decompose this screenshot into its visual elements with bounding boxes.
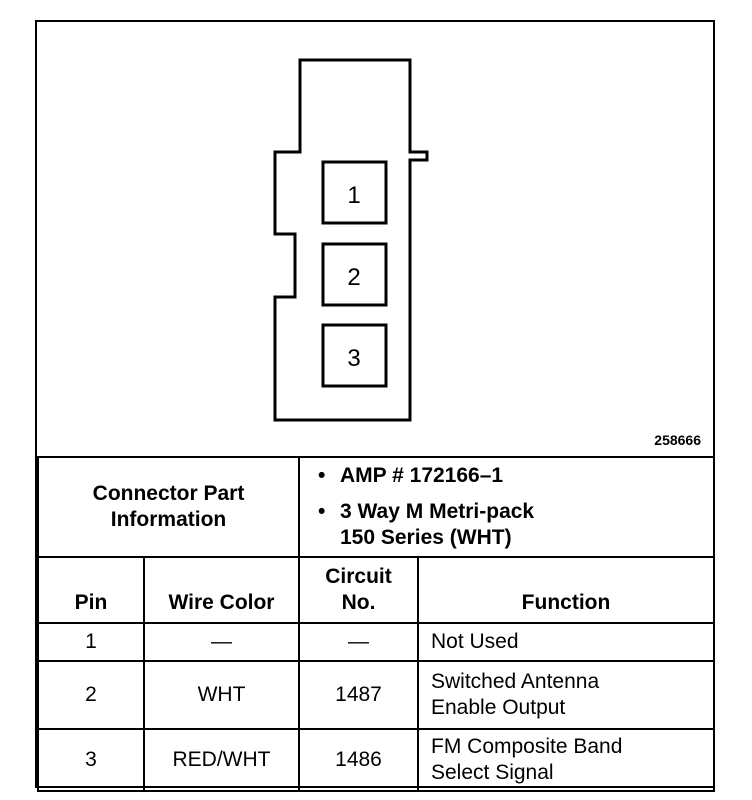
row-3-wire-color: RED/WHT	[143, 728, 300, 792]
table-row: 3 RED/WHT 1486 FM Composite Band Select …	[37, 728, 716, 792]
connector-diagram: 1 2 3 258666	[37, 22, 713, 456]
connector-housing	[273, 58, 429, 422]
pin-3-label: 3	[347, 345, 360, 372]
table-header-row: Pin Wire Color Circuit No. Function	[37, 556, 716, 624]
connector-part-row: Connector Part Information • AMP # 17216…	[37, 456, 716, 558]
row-1-circuit: —	[298, 622, 419, 662]
row-3-circuit: 1486	[298, 728, 419, 792]
header-circuit: Circuit No.	[298, 556, 419, 624]
row-2-function: Switched Antenna Enable Output	[416, 660, 716, 730]
row-2-wire-color: WHT	[143, 660, 300, 730]
connector-frame: 1 2 3 258666 Connector Part Information …	[35, 20, 716, 792]
row-1-wire-color: —	[143, 622, 300, 662]
pin-1-cavity	[321, 160, 388, 225]
pin-3-cavity	[321, 323, 388, 388]
figure-number: 258666	[654, 432, 701, 448]
pin-2-cavity	[321, 242, 388, 307]
header-function: Function	[416, 556, 716, 624]
row-3-pin: 3	[37, 728, 145, 792]
connector-part-details: • AMP # 172166–1 • 3 Way M Metri-pack 15…	[297, 456, 716, 558]
connector-part-label: Connector Part Information	[37, 456, 300, 558]
header-pin: Pin	[37, 556, 145, 624]
row-3-function: FM Composite Band Select Signal	[416, 728, 716, 792]
bullet-item-amp: • AMP # 172166–1	[318, 464, 504, 487]
connector-drawing: 1 2 3	[273, 58, 429, 422]
pin-2-label: 2	[347, 264, 360, 291]
row-2-circuit: 1487	[298, 660, 419, 730]
bullet-item-series: • 3 Way M Metri-pack 150 Series (WHT)	[318, 500, 535, 549]
pin-1-label: 1	[347, 182, 360, 209]
bullet-icon: •	[318, 464, 326, 487]
row-1-function: Not Used	[416, 622, 716, 662]
row-2-pin: 2	[37, 660, 145, 730]
bullet-icon: •	[318, 500, 326, 523]
header-wire-color: Wire Color	[143, 556, 300, 624]
row-1-pin: 1	[37, 622, 145, 662]
table-row: 1 — — Not Used	[37, 622, 716, 662]
connector-info-table: Connector Part Information • AMP # 17216…	[37, 456, 716, 792]
table-row: 2 WHT 1487 Switched Antenna Enable Outpu…	[37, 660, 716, 730]
